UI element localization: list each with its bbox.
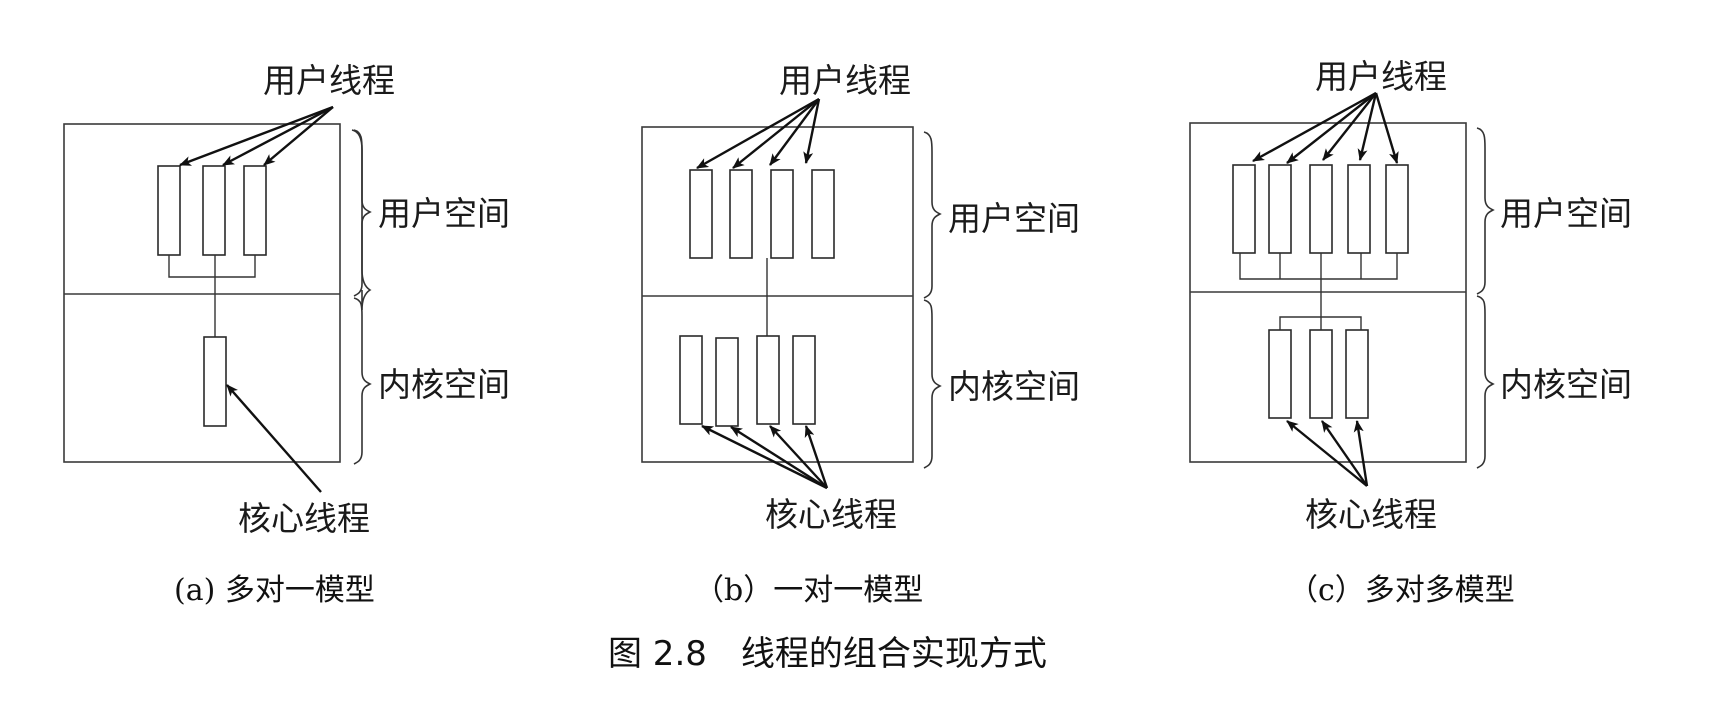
panel-caption: （b）一对一模型 [694,573,923,608]
kernel-thread-label: 核心线程 [238,499,370,538]
user-thread-label: 用户线程 [263,61,395,100]
user-thread [1347,164,1371,254]
user-space-label: 用户空间 [1500,194,1632,233]
user-space-label: 用户空间 [378,194,510,233]
user-thread [811,169,835,259]
user-thread-label: 用户线程 [779,61,911,100]
user-space-brace [1476,127,1495,295]
kernel-thread-arrow [769,425,828,489]
kernel-thread-arrow [1353,420,1369,487]
kernel-thread-arrow [804,425,829,489]
user-thread-arrow [1374,92,1399,164]
panel-caption: (a) 多对一模型 [174,573,375,608]
user-thread [1232,164,1256,254]
kernel-thread [756,335,780,425]
user-thread-arrow [732,98,820,169]
kernel-thread [203,336,227,427]
user-thread [157,165,181,256]
user-bus [168,255,256,278]
user-thread [1309,164,1333,254]
panel-c: 用户线程 用户空间 内核空间 核心线程 （c）多对多模型 [1189,57,1632,608]
user-thread-arrow [803,98,821,164]
panel-a: 用户线程 用户空间 内核空间 核心线程 (a) 多对一模型 [63,61,510,608]
kernel-space-brace [353,297,372,465]
kernel-thread-arrow [730,425,828,490]
kernel-thread [679,335,703,425]
user-thread [243,165,267,256]
kernel-space-label: 内核空间 [1500,365,1632,404]
kernel-thread [1309,329,1333,419]
user-thread [202,165,226,256]
address-space-box [63,123,341,463]
kernel-thread-arrow [1321,420,1368,487]
user-bus [1239,253,1398,280]
kernel-thread [1268,329,1292,419]
kernel-thread-arrow [1286,420,1368,487]
user-thread [1268,164,1292,254]
user-space-brace [923,131,942,299]
user-thread-arrow [696,97,820,170]
panel-caption: （c）多对多模型 [1288,573,1515,608]
user-thread-arrow [1357,92,1378,161]
kernel-thread [1345,329,1369,419]
kernel-space-label: 内核空间 [948,367,1080,406]
user-thread-arrow [179,105,334,167]
user-thread [689,169,713,259]
kernel-thread-label: 核心线程 [1305,495,1437,534]
kernel-thread [715,337,739,427]
user-space-brace [351,129,372,311]
kernel-space-label: 内核空间 [378,365,510,404]
kernel-thread-arrow [701,424,828,490]
figure-title: 图 2.8 线程的组合实现方式 [608,634,1047,674]
kernel-thread-label: 核心线程 [765,495,897,534]
panel-b: 用户线程 用户空间 内核空间 核心线程 （b）一对一模型 [641,61,1080,608]
user-thread-arrow [1286,92,1377,164]
user-thread [1385,164,1409,254]
user-thread-arrow [769,98,820,166]
kernel-thread-arrow [226,384,322,493]
user-space-label: 用户空间 [948,199,1080,238]
user-thread-arrow [263,106,334,166]
kernel-bus [1279,316,1362,338]
user-thread-arrow [1322,92,1377,161]
kernel-thread [792,335,816,425]
user-thread [770,169,794,259]
kernel-space-brace [1476,295,1495,469]
user-thread-arrow [1252,91,1377,163]
address-space-box [641,126,914,463]
user-thread-label: 用户线程 [1315,57,1447,96]
user-thread [729,169,753,259]
user-thread-arrow [222,105,334,167]
user-space-brace [353,129,372,297]
kernel-space-brace [923,299,942,469]
